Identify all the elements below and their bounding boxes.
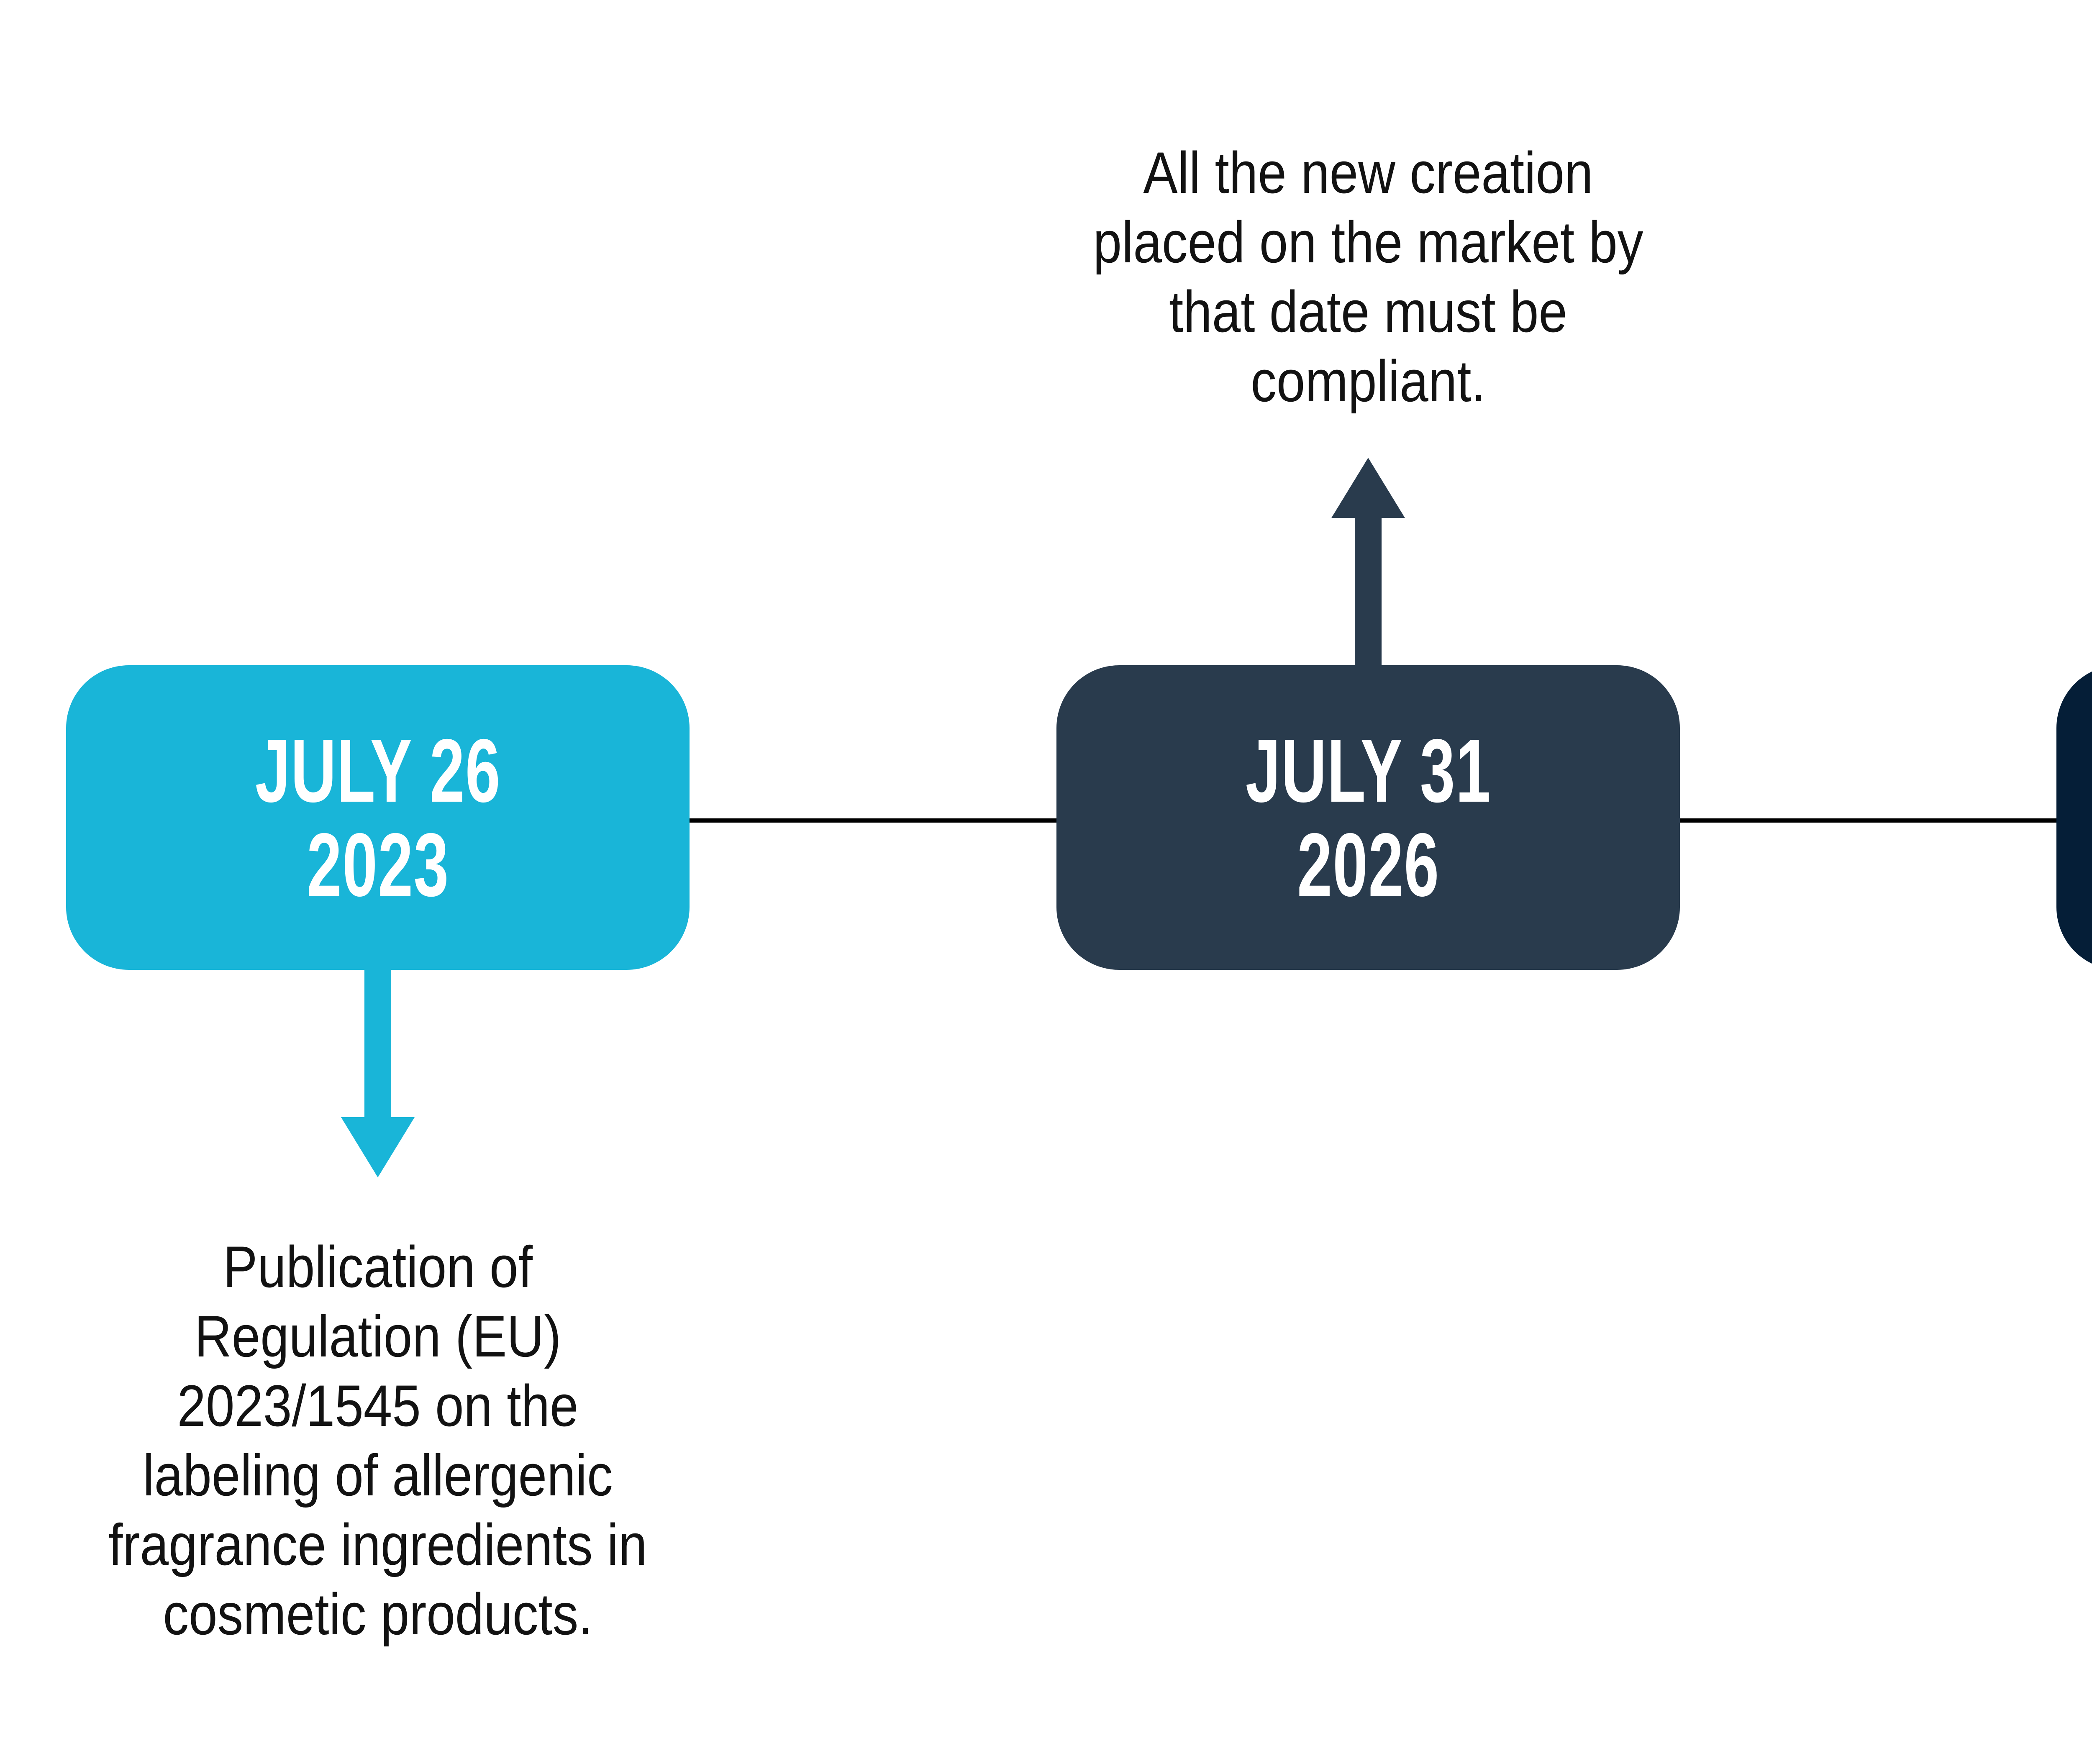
annotation-line: Withdrawal from the <box>2037 1232 2092 1302</box>
annotation-line: cosmetic products. <box>163 1581 593 1647</box>
annotation-2028: Withdrawal from the market of non-compli… <box>2037 1232 2092 1441</box>
date-box-july-26-2023: JULY 26 2023 <box>66 665 690 970</box>
date-label: JULY 26 2023 <box>255 723 500 912</box>
annotation-line: All the new creation <box>1143 140 1593 205</box>
annotation-line: Publication of <box>223 1234 533 1300</box>
date-box-july-31-2028: JULY 31 2028 <box>2056 665 2092 970</box>
annotation-line: Regulation (EU) <box>194 1303 561 1369</box>
annotation-line: products. <box>2037 1371 2092 1441</box>
annotation-line: that date must be <box>1169 279 1567 344</box>
annotation-line: market of non-compliant <box>2037 1302 2092 1371</box>
annotation-2026: All the new creation placed on the marke… <box>1037 138 1700 416</box>
annotation-line: compliant. <box>1251 348 1486 414</box>
arrow-down-2023 <box>341 970 415 1177</box>
arrow-up-2026 <box>1331 458 1405 665</box>
annotation-line: placed on the market by <box>1093 209 1643 275</box>
date-box-july-31-2026: JULY 31 2026 <box>1056 665 1680 970</box>
date-line-year: 2026 <box>1297 814 1440 915</box>
annotation-line: labeling of allergenic <box>143 1442 613 1508</box>
annotation-line: fragrance ingredients in <box>108 1512 647 1577</box>
date-label: JULY 31 2026 <box>1245 723 1491 912</box>
date-line-month-day: JULY 31 <box>1245 720 1491 821</box>
annotation-2023: Publication of Regulation (EU) 2023/1545… <box>46 1232 709 1649</box>
date-line-year: 2023 <box>306 814 449 915</box>
date-line-month-day: JULY 26 <box>255 720 501 821</box>
annotation-line: 2023/1545 on the <box>177 1373 579 1438</box>
